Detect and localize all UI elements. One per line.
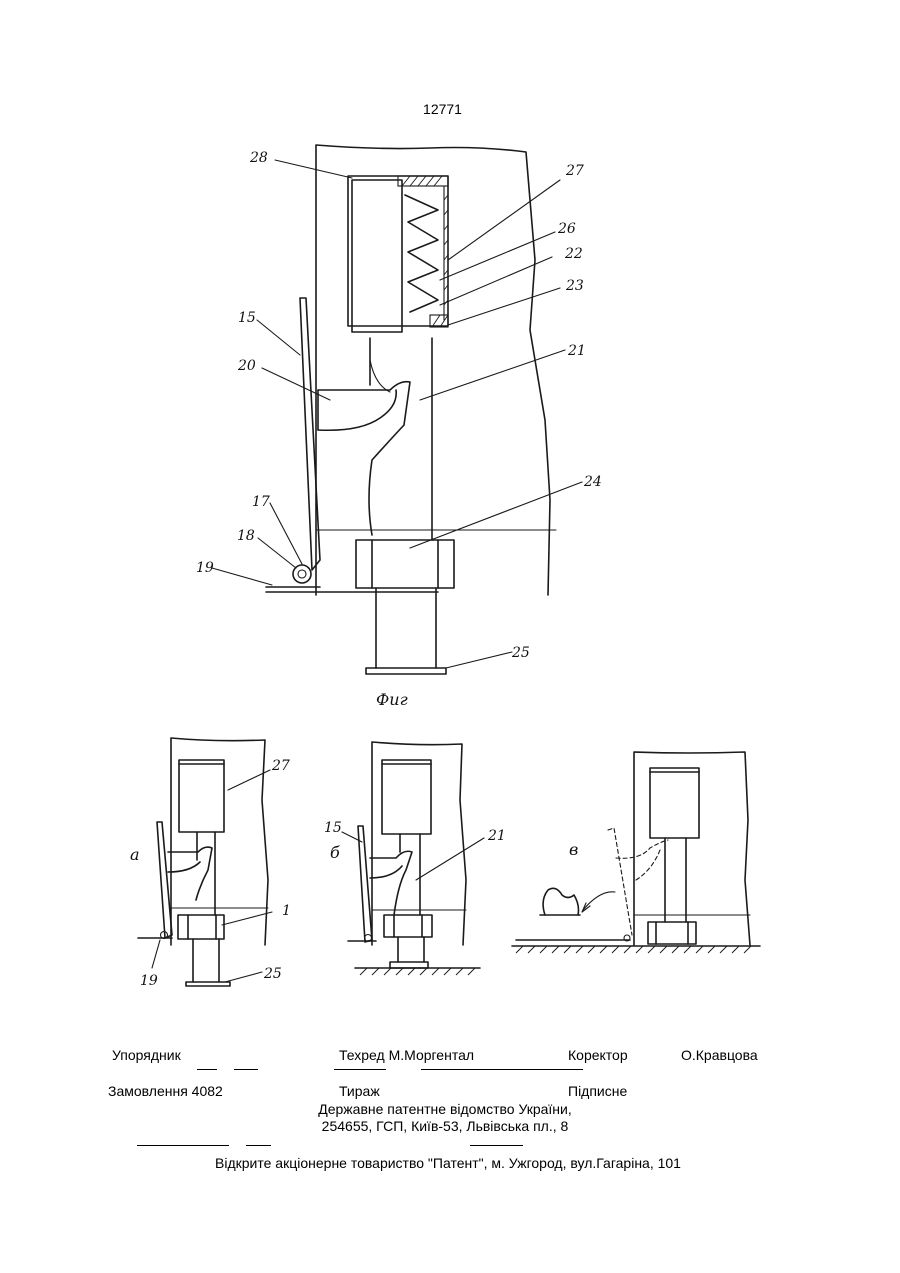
- label-17: 17: [252, 494, 270, 510]
- label-19: 19: [196, 560, 214, 576]
- label-15: 15: [238, 310, 256, 326]
- label-a: a: [130, 845, 140, 864]
- label-c: в: [569, 840, 578, 859]
- rule: [137, 1145, 229, 1146]
- compiler-label: Упорядник: [112, 1047, 181, 1063]
- label-a-1: 1: [282, 903, 291, 919]
- label-b-15: 15: [324, 820, 342, 836]
- circulation: Тираж: [339, 1083, 380, 1099]
- label-22: 22: [564, 246, 583, 262]
- rule: [470, 1145, 523, 1146]
- sub-figure-c: в: [512, 752, 760, 953]
- label-b: б: [330, 843, 340, 862]
- label-a-25: 25: [263, 966, 282, 982]
- label-28: 28: [249, 150, 268, 166]
- label-23: 23: [565, 278, 584, 294]
- order-number: Замовлення 4082: [108, 1083, 223, 1099]
- rule: [334, 1069, 386, 1070]
- office-address: 254655, ГСП, Київ-53, Львівська пл., 8: [0, 1118, 890, 1134]
- label-26: 26: [557, 221, 576, 237]
- rule: [234, 1069, 258, 1070]
- corrector-label: Коректор: [568, 1047, 628, 1063]
- sub-figure-a: a 27 1 19 25: [130, 738, 291, 989]
- label-a-27: 27: [271, 758, 290, 774]
- figure-caption: Фиг: [376, 690, 408, 709]
- label-18: 18: [237, 528, 255, 544]
- rule: [197, 1069, 217, 1070]
- main-figure-drawing: 28 27 26 22 23 15 20 21 24 17 18 19 25 Ф…: [196, 145, 602, 709]
- techred: Техред М.Моргентал: [339, 1047, 474, 1063]
- label-24: 24: [583, 474, 602, 490]
- label-27: 27: [565, 163, 584, 179]
- label-a-19: 19: [140, 973, 158, 989]
- corrector-name: О.Кравцова: [681, 1047, 758, 1063]
- signed: Підписне: [568, 1083, 627, 1099]
- label-21: 21: [567, 343, 586, 359]
- label-20: 20: [237, 358, 256, 374]
- patent-office: Державне патентне відомство України,: [0, 1101, 890, 1117]
- label-25: 25: [511, 645, 530, 661]
- printer-line: Відкрите акціонерне товариство "Патент",…: [0, 1155, 896, 1171]
- sub-figure-b: б 15 21: [324, 742, 506, 975]
- rule: [246, 1145, 271, 1146]
- rule: [421, 1069, 583, 1070]
- label-b-21: 21: [487, 828, 506, 844]
